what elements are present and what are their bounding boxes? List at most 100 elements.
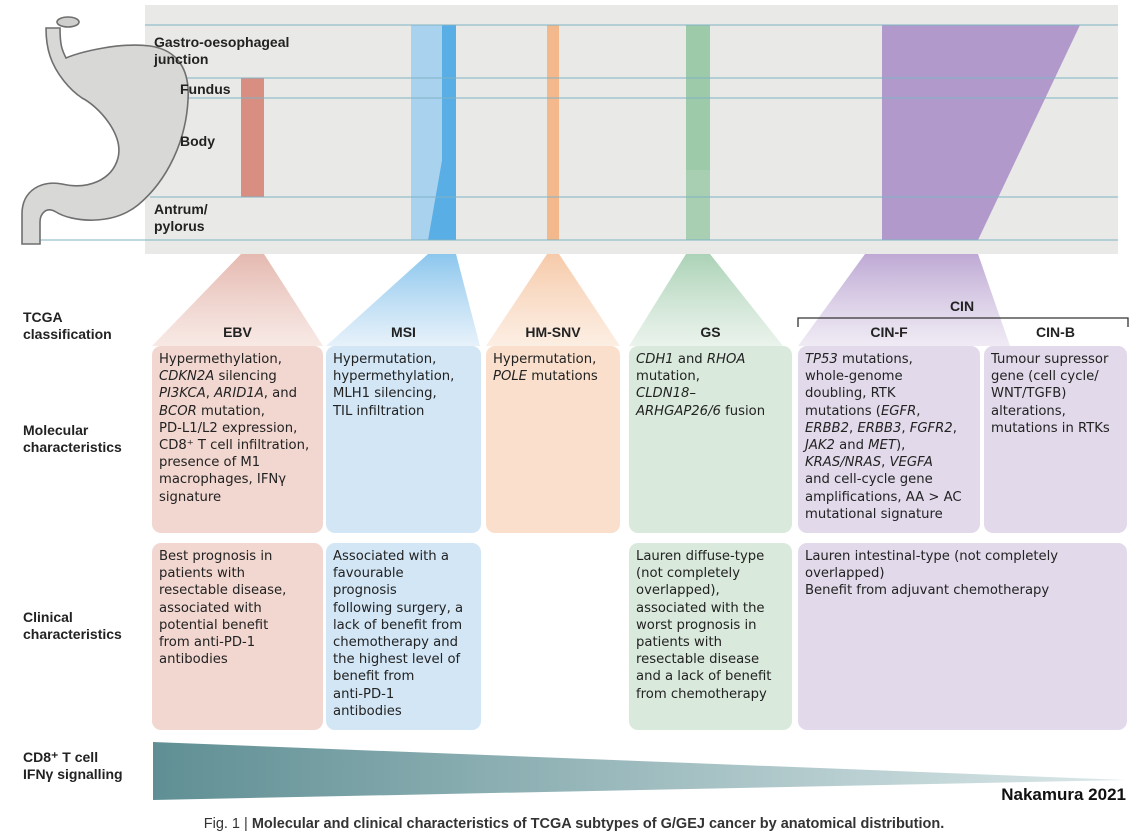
msi-funnel — [326, 254, 480, 346]
box-text-line: resectable disease, — [159, 583, 287, 599]
box-text-line: CDH1 and RHOA — [636, 352, 746, 367]
cd8-row-label-line2: IFNγ signalling — [23, 766, 123, 782]
box-text-line: anti-PD-1 — [333, 686, 395, 702]
cin-funnel — [798, 254, 1010, 346]
box-text-line: PI3KCA, ARID1A, and — [159, 386, 297, 402]
box-text-line: POLE mutations — [493, 369, 598, 385]
cd8-row-label: CD8⁺ T cell IFNγ signalling — [23, 749, 123, 783]
molecular-box-gs: CDH1 and RHOA mutation,CLDN18–ARHGAP26/6 … — [629, 346, 792, 533]
box-text-line: ERBB2, ERBB3, FGFR2, — [805, 420, 957, 436]
box-text-line: worst prognosis in — [636, 617, 757, 633]
credit-text: Nakamura 2021 — [1001, 785, 1126, 804]
anatomy-guide-lines — [40, 24, 1118, 241]
caption-prefix: Fig. 1 | — [203, 816, 252, 832]
cin-group-header: CIN — [949, 298, 975, 314]
tcga-row-label-line1: TCGA — [23, 309, 63, 325]
box-text-line: MLH1 silencing, — [333, 386, 437, 402]
clinical-row-label-line1: Clinical — [23, 609, 73, 625]
molecular-row-label: Molecular characteristics — [23, 422, 122, 456]
box-text-line: antibodies — [333, 703, 402, 719]
box-text-line: Benefit from adjuvant chemotherapy — [805, 583, 1050, 599]
box-text-line: following surgery, a — [333, 600, 464, 616]
box-text-line: patients with — [159, 566, 245, 582]
molecular-row-label-line2: characteristics — [23, 439, 122, 455]
box-text-line: and cell-cycle gene — [805, 472, 933, 488]
cd8-ifng-gradient-wedge — [153, 742, 1126, 800]
box-text-line: overlapped), — [636, 583, 720, 599]
anatomy-graphic — [21, 5, 1118, 346]
box-text-line: Hypermutation, — [333, 352, 437, 367]
box-text-line: macrophages, IFNγ — [159, 472, 287, 488]
subtype-header-msi: MSI — [391, 324, 416, 340]
body-label: Body — [180, 133, 215, 149]
box-text-line: lack of benefit from — [333, 617, 463, 633]
gs-band-lower — [686, 170, 710, 240]
cd8-row-label-line1: CD8⁺ T cell — [23, 749, 99, 765]
box-text-line: Best prognosis in — [159, 549, 273, 564]
hmsnv-funnel — [486, 254, 620, 346]
box-text-line: (not completely — [636, 566, 740, 582]
box-text-line: and a lack of benefit — [636, 669, 772, 685]
gej-label-line1: Gastro-oesophageal — [154, 34, 290, 50]
box-text-line: JAK2 and MET), — [805, 438, 906, 454]
box-text-line: CD8⁺ T cell infiltration, — [159, 438, 310, 454]
box-text-line: associated with — [159, 600, 262, 616]
box-text-line: WNT/TGFB) — [991, 386, 1067, 402]
antrum-label-line1: Antrum/ — [154, 201, 208, 217]
box-text-line: from anti-PD-1 — [159, 635, 256, 651]
box-text-line: mutational signature — [805, 506, 943, 522]
box-text-line: doubling, RTK — [805, 386, 896, 402]
box-text-line: CDKN2A silencing — [159, 369, 277, 385]
caption-title: Molecular and clinical characteristics o… — [251, 816, 945, 832]
box-text-line: hypermethylation, — [333, 369, 455, 385]
box-text-line: antibodies — [159, 652, 228, 668]
box-text-line: potential benefit — [159, 617, 269, 633]
box-text-line: Lauren diffuse-type — [636, 549, 765, 564]
box-text-line: patients with — [636, 635, 722, 651]
antrum-label-line2: pylorus — [154, 218, 205, 234]
box-text-line: the highest level of — [333, 652, 461, 668]
molecular-box-hmsnv: Hypermutation, POLE mutations — [486, 346, 620, 533]
tcga-row-label-line2: classification — [23, 326, 112, 342]
box-text-line: from chemotherapy — [636, 686, 767, 702]
box-text-line: Tumour supressor — [991, 352, 1109, 367]
box-text-line: TIL infiltration — [333, 403, 425, 419]
gej-label-line2: junction — [154, 51, 209, 67]
box-text-line: presence of M1 — [159, 455, 261, 471]
box-text-line: overlapped) — [805, 566, 885, 582]
hmsnv-band — [547, 25, 559, 240]
subtype-header-cinf: CIN-F — [870, 324, 908, 340]
box-text-line: ARHGAP26/6 fusion — [636, 403, 766, 419]
box-text-line: KRAS/NRAS, VEGFA — [805, 455, 933, 471]
cin-bracket — [797, 317, 1129, 327]
ebv-funnel — [152, 254, 323, 346]
figure-caption: Fig. 1 | Molecular and clinical characte… — [0, 816, 1148, 832]
box-text-line: BCOR mutation, — [159, 403, 265, 419]
ebv-band — [241, 78, 264, 197]
box-text-line: amplifications, AA > AC — [805, 489, 962, 505]
subtype-header-ebv: EBV — [223, 324, 252, 340]
box-text-line: mutations in RTKs — [991, 420, 1110, 436]
box-text-line: CLDN18– — [636, 386, 696, 402]
antrum-label: Antrum/ pylorus — [154, 201, 208, 235]
subtype-header-gs: GS — [700, 324, 721, 340]
box-text-line: chemotherapy and — [333, 635, 458, 651]
clinical-row-label-line2: characteristics — [23, 626, 122, 642]
clinical-row-label: Clinical characteristics — [23, 609, 122, 643]
box-text-line: signature — [159, 489, 222, 505]
box-text-line: TP53 mutations, — [805, 352, 913, 367]
box-text-line: associated with the — [636, 600, 765, 616]
box-text-line: mutation, — [636, 369, 700, 385]
box-text-line: whole-genome — [805, 369, 903, 385]
gej-label: Gastro-oesophageal junction — [154, 34, 289, 68]
box-text-line: Hypermutation, — [493, 352, 597, 367]
fundus-label: Fundus — [180, 81, 231, 97]
box-text-line: resectable disease — [636, 652, 760, 668]
box-text-line: mutations (EGFR, — [805, 403, 921, 419]
